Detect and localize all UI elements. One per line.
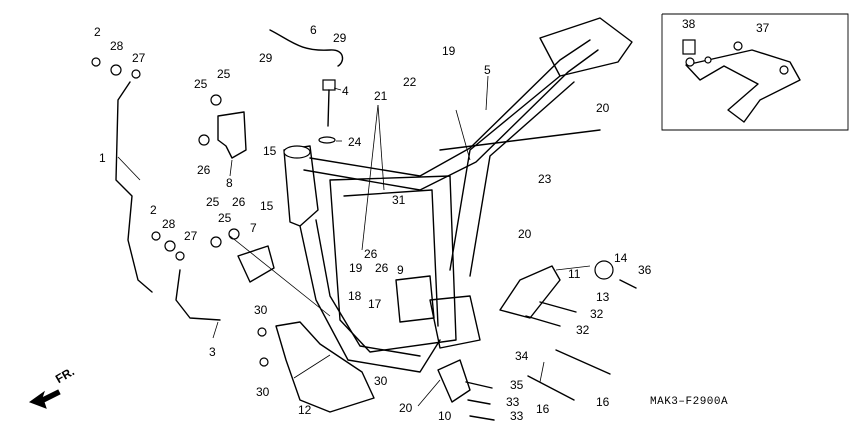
callout-25: 25: [217, 67, 231, 81]
callout-2: 2: [150, 203, 157, 217]
callout-34: 34: [515, 349, 529, 363]
callout-3: 3: [209, 345, 216, 359]
brake-pipe-3: [151, 231, 221, 321]
hose-6: [269, 29, 344, 67]
callout-27: 27: [132, 51, 146, 65]
callout-13: 13: [596, 290, 610, 304]
callout-10: 10: [438, 409, 452, 423]
leader-lines: [117, 75, 591, 407]
callout-1: 1: [99, 151, 106, 165]
callout-4: 4: [342, 84, 349, 98]
callout-31: 31: [392, 193, 406, 207]
callout-2: 2: [94, 25, 101, 39]
callout-16: 16: [596, 395, 610, 409]
callout-18: 18: [348, 289, 362, 303]
callout-24: 24: [348, 135, 362, 149]
callout-20: 20: [596, 101, 610, 115]
callout-20: 20: [518, 227, 532, 241]
callout-26: 26: [375, 261, 389, 275]
callout-15: 15: [260, 199, 274, 213]
front-direction-arrow-icon: [28, 389, 61, 409]
callout-11: 11: [568, 267, 581, 281]
bolt-4: [318, 79, 336, 144]
callout-28: 28: [162, 217, 176, 231]
callout-30: 30: [374, 374, 388, 388]
callout-19: 19: [442, 44, 456, 58]
callout-19: 19: [349, 261, 363, 275]
bracket-8: [198, 94, 247, 159]
callout-30: 30: [256, 385, 270, 399]
callout-6: 6: [310, 23, 317, 37]
callout-21: 21: [374, 89, 388, 103]
callout-25: 25: [218, 211, 232, 225]
diagram-code: MAK3–F2900A: [650, 396, 729, 408]
callout-33: 33: [506, 395, 520, 409]
callout-35: 35: [510, 378, 524, 392]
callout-22: 22: [403, 75, 417, 89]
callout-12: 12: [298, 403, 312, 417]
callout-25: 25: [194, 77, 208, 91]
callouts: 1 2 28 27 2 28 27 3 25 25 26 8 25 25 26 …: [94, 17, 770, 423]
inset-box: [661, 13, 849, 131]
callout-14: 14: [614, 251, 628, 265]
callout-25: 25: [206, 195, 220, 209]
callout-29: 29: [259, 51, 273, 65]
bracket-11: [499, 265, 561, 319]
callout-37: 37: [756, 21, 770, 35]
main-frame: [283, 17, 633, 373]
callout-17: 17: [368, 297, 382, 311]
callout-32: 32: [590, 307, 604, 321]
callout-33: 33: [510, 409, 524, 423]
collar-13: [594, 260, 637, 289]
callout-29: 29: [333, 31, 347, 45]
callout-26: 26: [232, 195, 246, 209]
callout-8: 8: [226, 176, 233, 190]
callout-15: 15: [263, 144, 277, 158]
callout-5: 5: [484, 63, 491, 77]
callout-20: 20: [399, 401, 413, 415]
bracket-10: [437, 359, 471, 403]
long-bolts-16: [527, 349, 611, 401]
bracket-7: [210, 228, 275, 283]
callout-7: 7: [250, 221, 257, 235]
bolts-32-33-35: [465, 301, 577, 421]
brake-pipe-1: [91, 57, 153, 293]
callout-30: 30: [254, 303, 268, 317]
callout-27: 27: [184, 229, 198, 243]
callout-36: 36: [638, 263, 652, 277]
callout-9: 9: [397, 263, 404, 277]
callout-23: 23: [538, 172, 552, 186]
callout-26: 26: [197, 163, 211, 177]
guard-12: [257, 321, 375, 413]
callout-28: 28: [110, 39, 124, 53]
callout-32: 32: [576, 323, 590, 337]
callout-26: 26: [364, 247, 378, 261]
callout-16: 16: [536, 402, 550, 416]
callout-38: 38: [682, 17, 696, 31]
